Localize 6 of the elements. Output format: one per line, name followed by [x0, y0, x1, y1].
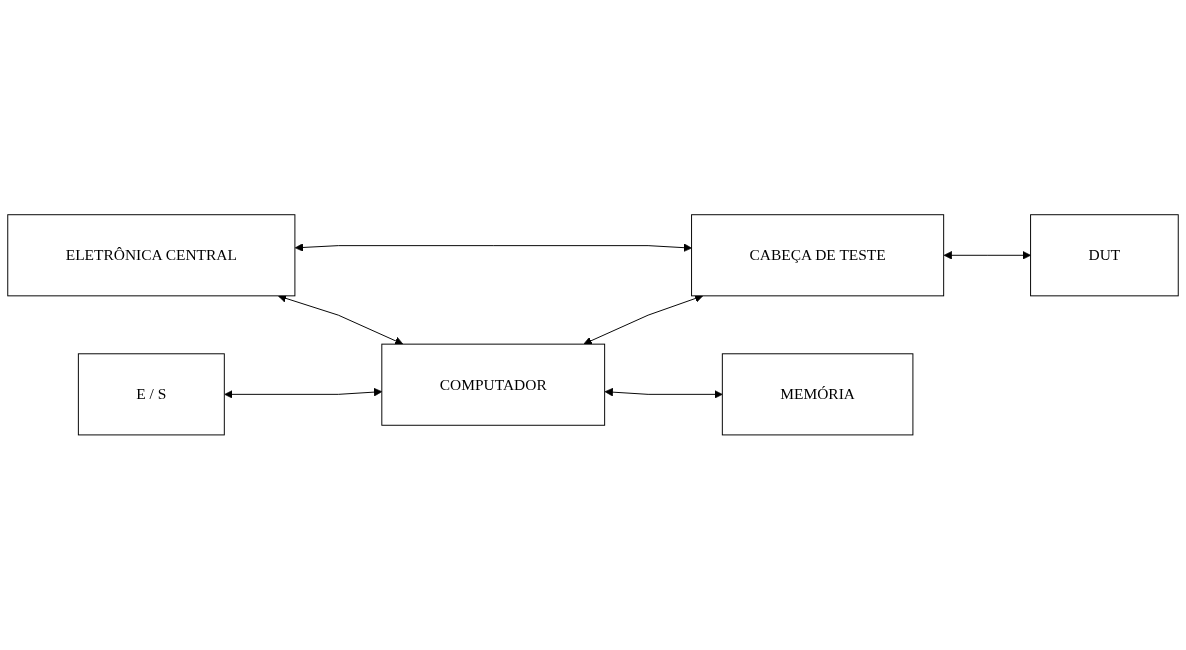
- node-box: MEMÓRIA: [721, 353, 914, 436]
- node-box: ELETRÔNICA CENTRAL: [7, 214, 296, 297]
- node-box: DUT: [1030, 214, 1179, 297]
- node-box: CABEÇA DE TESTE: [691, 214, 945, 297]
- node-box: E / S: [77, 353, 225, 436]
- node-box: COMPUTADOR: [381, 343, 606, 426]
